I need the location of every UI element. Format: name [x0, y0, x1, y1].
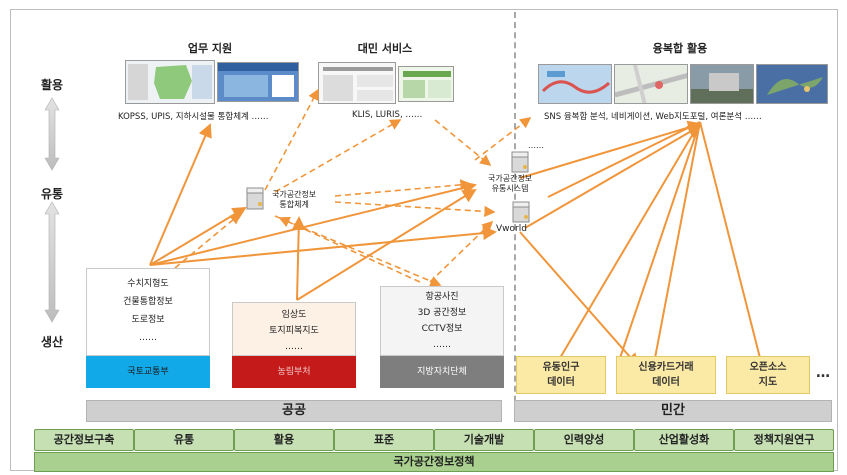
- mltm-data-item: ……: [139, 333, 157, 343]
- mltm-data-item: 수치지형도: [127, 279, 169, 289]
- integration-to-vworld-arrow: [334, 201, 496, 217]
- forestry-agency-label: 농림부처: [232, 356, 356, 388]
- forestry-data-item: 임상도: [281, 310, 307, 320]
- private-source-line: 유동인구: [542, 362, 580, 373]
- policy-item: 정책지원연구: [734, 429, 834, 451]
- mltm-to-vworld-arrow: [149, 226, 497, 266]
- forestry-data-item: ……: [285, 342, 303, 352]
- local-to-vworld-arrow: [429, 220, 494, 283]
- policy-item: 인력양성: [534, 429, 634, 451]
- stage-arrows: [44, 97, 60, 323]
- card-transaction-data-box: 신용카드거래 데이터: [616, 356, 716, 394]
- private-source-line: 데이터: [652, 377, 680, 388]
- public-sector-bar: 공공: [86, 400, 502, 422]
- convergence-to-population-arrow: [559, 121, 701, 359]
- convergence-to-card-arrow: [654, 121, 701, 359]
- distribution-system-line2: 유통시스템: [491, 184, 529, 193]
- private-more-ellipsis: …: [816, 365, 830, 381]
- vworld-label: Vworld: [496, 224, 527, 234]
- local-gov-data-item: 항공사진: [425, 292, 459, 302]
- mltm-agency-label: 국토교통부: [86, 356, 210, 388]
- work-support-caption: KOPSS, UPIS, 지하시설물 통합체계 ……: [118, 112, 269, 122]
- open-source-map-box: 오픈소스 지도: [726, 356, 810, 394]
- integration-system-line1: 국가공간정보: [272, 190, 317, 199]
- vworld-to-convergence-arrow: [524, 124, 702, 229]
- private-source-line: 오픈소스: [749, 362, 787, 373]
- policy-item: 기술개발: [434, 429, 534, 451]
- distribution-production-arrow: [44, 201, 60, 323]
- convergence-use-caption: SNS 융복합 분석, 네비게이션, Web지도포털, 여론분석 ……: [544, 112, 762, 122]
- convergence-to-private-arrow: [619, 121, 701, 359]
- luris-screenshot-thumbnail: [398, 66, 454, 102]
- work-support-title: 업무 지원: [187, 42, 233, 55]
- mltm-to-integration-dashed-arrow: [174, 212, 242, 269]
- mltm-to-distribution-arrow: [149, 181, 477, 266]
- floating-population-data-box: 유동인구 데이터: [516, 356, 606, 394]
- integration-system-label: 국가공간정보 통합체계: [272, 190, 316, 210]
- kopss-screenshot-thumbnail: [125, 60, 215, 104]
- local-gov-data-item: ……: [433, 340, 451, 350]
- forestry-data-box: 임상도 토지피복지도 ……: [232, 302, 356, 356]
- integration-to-work-support-arrow: [264, 88, 319, 191]
- policy-item: 유통: [134, 429, 234, 451]
- forestry-data-item: 토지피복지도: [269, 326, 319, 336]
- policy-item: 공간정보구축: [34, 429, 134, 451]
- integration-to-civil-service-arrow: [274, 119, 402, 193]
- national-policy-bar: 국가공간정보정책: [34, 452, 834, 472]
- policy-items-row: 공간정보구축 유통 활용 표준 기술개발 인력양성 산업활성화 정책지원연구: [34, 429, 834, 451]
- civil-service-to-distribution-arrow: [434, 119, 492, 167]
- integration-system-line2: 통합체계: [279, 200, 309, 209]
- local-gov-agency-label: 지방자치단체: [380, 356, 504, 388]
- forestry-to-integration-arrow: [291, 216, 306, 301]
- web-map-portal-thumbnail: [690, 64, 754, 104]
- convergence-to-vworld-arrow: [547, 121, 701, 198]
- local-gov-data-item: CCTV정보: [421, 324, 463, 334]
- policy-item: 산업활성화: [634, 429, 734, 451]
- navigation-thumbnail: [614, 64, 688, 104]
- klis-screenshot-thumbnail: [318, 62, 396, 104]
- convergence-to-opensource-arrow: [699, 121, 761, 359]
- opinion-analysis-thumbnail: [756, 64, 828, 104]
- distribution-to-private-use-arrow: [474, 117, 532, 161]
- private-source-line: 신용카드거래: [638, 362, 694, 373]
- civil-service-title: 대민 서비스: [357, 42, 413, 55]
- distribution-system-label: 국가공간정보 유통시스템: [488, 174, 532, 194]
- mltm-data-box: 수치지형도 건물통합정보 도로정보 ……: [86, 268, 210, 356]
- upis-screenshot-thumbnail: [217, 62, 299, 102]
- use-distribution-arrow: [44, 97, 60, 171]
- distribution-dots: ……: [528, 141, 544, 150]
- local-gov-data-box: 항공사진 3D 공간정보 CCTV정보 ……: [380, 286, 504, 356]
- integration-to-distribution-arrow: [334, 179, 472, 197]
- mltm-data-item: 건물통합정보: [123, 297, 173, 307]
- sns-analysis-thumbnail: [538, 64, 612, 104]
- mltm-to-work-support-arrow: [149, 123, 212, 266]
- vworld-to-card-arrow: [519, 231, 640, 368]
- private-source-line: 데이터: [547, 377, 575, 388]
- integration-server-icon: [246, 187, 264, 210]
- civil-service-caption: KLIS, LURIS, ……: [352, 110, 423, 120]
- vworld-server-icon: [512, 201, 530, 223]
- distribution-system-line1: 국가공간정보: [488, 174, 533, 183]
- distribution-to-convergence-arrow: [519, 120, 702, 179]
- local-to-integration-arrow: [278, 216, 421, 283]
- mltm-data-item: 도로정보: [131, 315, 165, 325]
- distribution-server-icon: [511, 151, 529, 173]
- convergence-use-title: 융복합 활용: [652, 42, 708, 55]
- stage-label-distribution: 유통: [40, 187, 64, 201]
- local-gov-data-item: 3D 공간정보: [417, 308, 467, 318]
- policy-item: 활용: [234, 429, 334, 451]
- stage-label-production: 생산: [40, 335, 64, 349]
- policy-item: 표준: [334, 429, 434, 451]
- stage-label-use: 활용: [40, 78, 64, 92]
- private-sector-bar: 민간: [514, 400, 832, 422]
- private-source-line: 지도: [758, 377, 778, 388]
